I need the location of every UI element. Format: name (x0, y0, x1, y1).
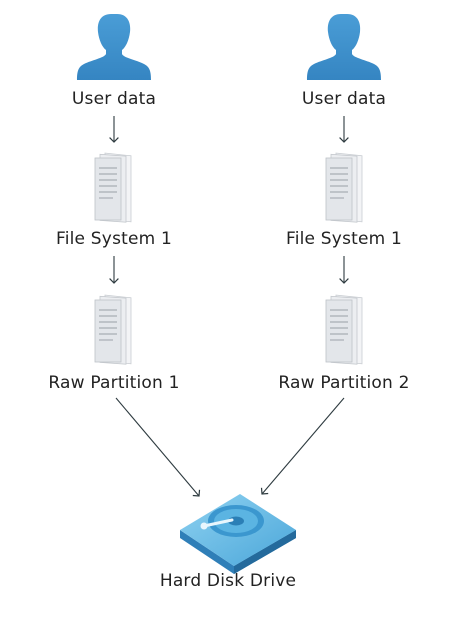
arrow-partition-to-drive-right (260, 397, 345, 495)
user-data-label-left: User data (71, 89, 157, 109)
raw-partition-label-right: Raw Partition 2 (278, 373, 410, 393)
document-stack-icon (94, 294, 132, 365)
document-stack-icon (94, 152, 132, 223)
user-icon (307, 14, 381, 80)
user-data-label-right: User data (301, 89, 387, 109)
hard-disk-label: Hard Disk Drive (159, 571, 297, 591)
hard-disk-icon (180, 494, 296, 574)
user-icon (77, 14, 151, 80)
file-system-label-right: File System 1 (285, 229, 403, 249)
document-stack-icon (325, 152, 363, 223)
document-stack-icon (325, 294, 363, 365)
file-system-label-left: File System 1 (55, 229, 173, 249)
raw-partition-label-left: Raw Partition 1 (48, 373, 180, 393)
arrow-partition-to-drive-left (115, 397, 201, 497)
